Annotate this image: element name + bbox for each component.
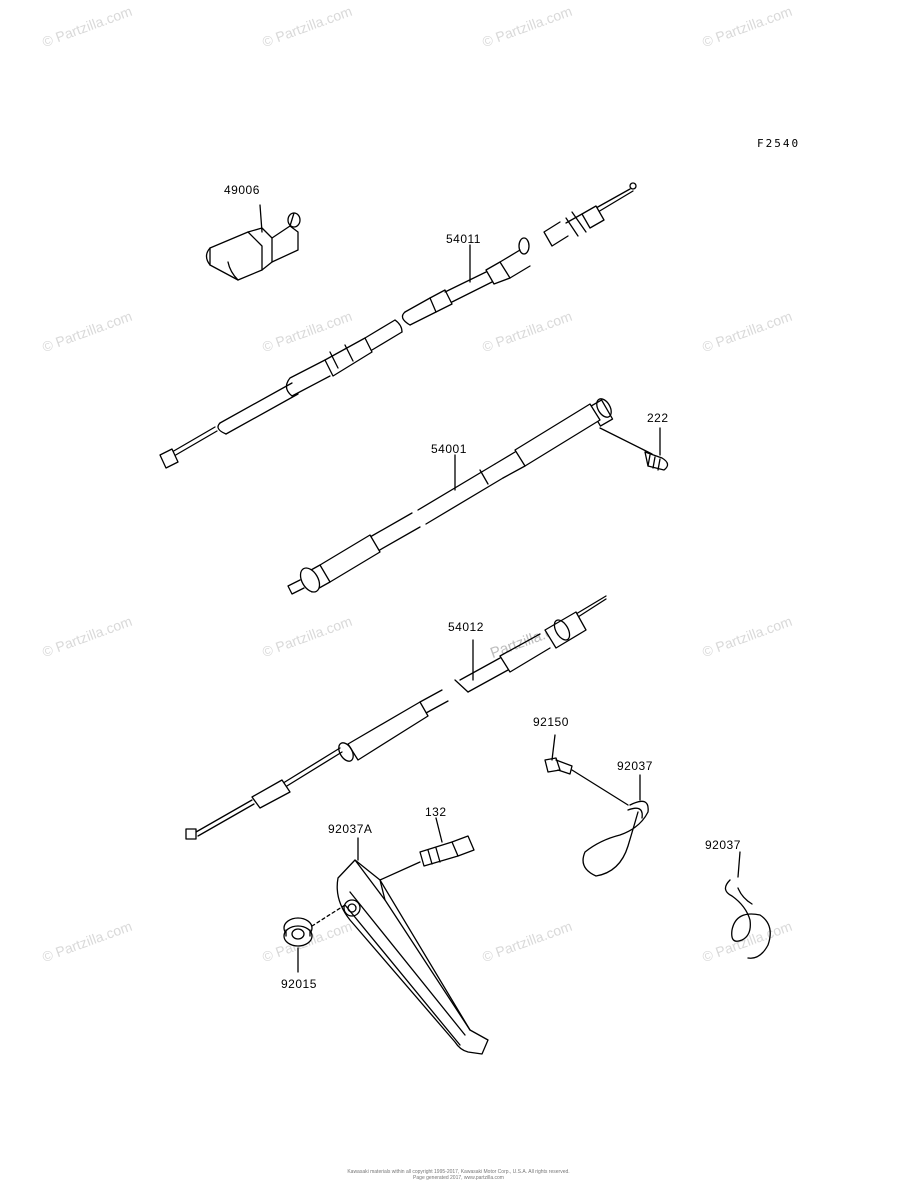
part-label-92037A[interactable]: 92037A — [328, 822, 373, 836]
part-54012-cable[interactable] — [185, 595, 607, 840]
part-label-92037-1[interactable]: 92037 — [617, 759, 653, 773]
part-92150-bolt[interactable] — [544, 734, 629, 806]
part-49006-boot[interactable] — [205, 204, 301, 281]
part-label-222[interactable]: 222 — [647, 411, 669, 425]
part-label-54011[interactable]: 54011 — [446, 232, 481, 246]
copyright-notice: Kawasaki materials within all copyright … — [0, 1169, 917, 1181]
copyright-line-1: Kawasaki materials within all copyright … — [347, 1169, 570, 1175]
part-label-49006[interactable]: 49006 — [224, 183, 260, 197]
part-54011-cable[interactable] — [159, 182, 637, 469]
part-92037A-bracket[interactable] — [336, 837, 489, 1055]
figure-code: F2540 — [757, 137, 801, 150]
part-222-screw[interactable] — [599, 427, 669, 471]
part-label-54001[interactable]: 54001 — [431, 442, 467, 456]
part-92015-nut[interactable] — [283, 904, 346, 973]
part-label-132[interactable]: 132 — [425, 805, 447, 819]
part-92037-spring-1[interactable] — [582, 774, 649, 877]
part-label-92150[interactable]: 92150 — [533, 715, 569, 729]
part-92037-spring-2[interactable] — [724, 851, 771, 959]
part-132-bolt[interactable] — [379, 817, 475, 881]
part-54001-speedo-cable[interactable] — [287, 396, 614, 595]
copyright-line-2: Page generated 2017, www.partzilla.com — [413, 1175, 504, 1181]
part-label-54012[interactable]: 54012 — [448, 620, 484, 634]
part-label-92015[interactable]: 92015 — [281, 977, 317, 991]
part-label-92037-2[interactable]: 92037 — [705, 838, 741, 852]
